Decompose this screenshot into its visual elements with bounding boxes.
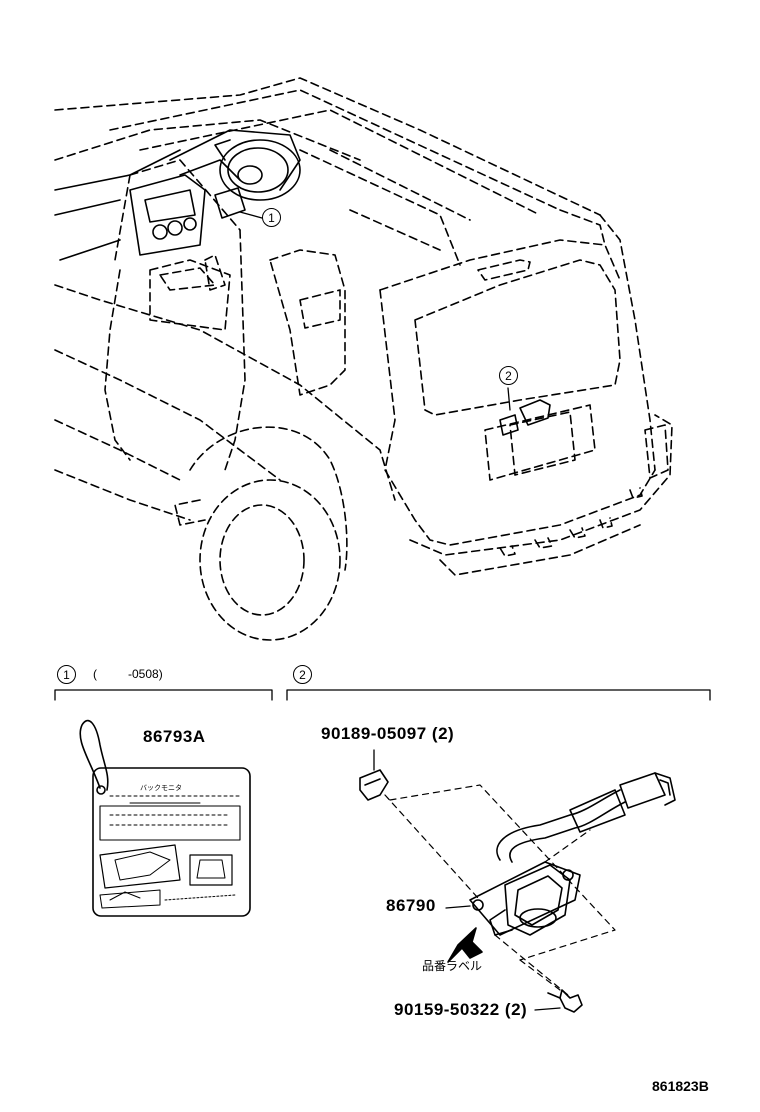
body-outline	[54, 77, 673, 641]
section-1-badge: 1	[57, 665, 76, 684]
section-2-badge: 2	[293, 665, 312, 684]
section-1-condition-open: (	[93, 667, 97, 681]
part-number-clip: 90189-05097 (2)	[321, 724, 455, 743]
part-number-86793a: 86793A	[143, 727, 206, 746]
part-label-note: 品番ラベル	[422, 959, 483, 973]
callout-1: 1	[262, 208, 281, 227]
figure-id: 861823B	[652, 1078, 709, 1094]
part-number-camera: 86790	[386, 896, 436, 915]
section-brackets	[54, 689, 711, 701]
callout-2: 2	[499, 366, 518, 385]
sticker-text: バックモニタ	[140, 785, 182, 792]
part-number-screw: 90159-50322 (2)	[394, 1000, 528, 1019]
camera-assembly	[359, 769, 676, 1013]
monitor-label-sticker	[79, 719, 251, 917]
rear-camera-on-vehicle	[499, 399, 551, 436]
section-1-condition-code: -0508)	[128, 667, 163, 681]
dashboard	[54, 129, 301, 261]
assembly-guide-lines	[384, 784, 616, 996]
